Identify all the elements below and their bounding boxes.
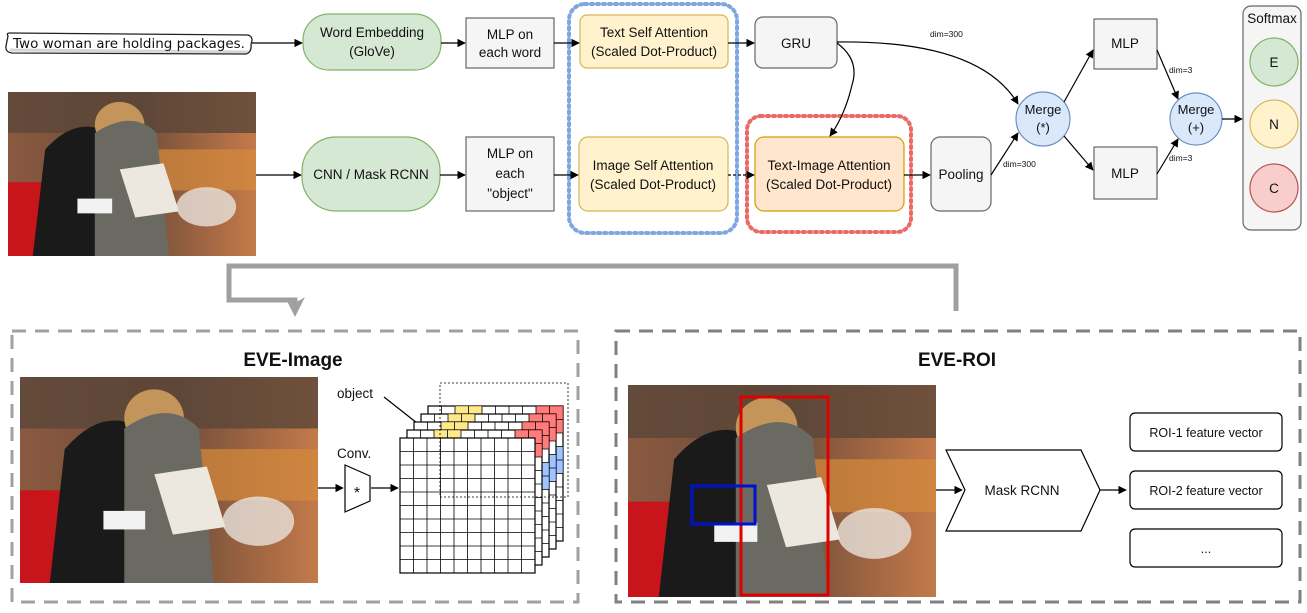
svg-text:(Scaled Dot-Product): (Scaled Dot-Product) <box>590 177 716 192</box>
roi-feature-2: ROI-2 feature vector <box>1129 470 1283 510</box>
softmax-panel: Softmax E N C <box>1242 5 1302 231</box>
class-c: C <box>1249 163 1299 213</box>
svg-text:*: * <box>354 485 360 502</box>
svg-text:Text Self Attention: Text Self Attention <box>600 25 708 40</box>
svg-text:ROI-1 feature vector: ROI-1 feature vector <box>1149 426 1262 440</box>
svg-text:MLP: MLP <box>1111 36 1139 51</box>
feature-map-layer <box>399 437 536 574</box>
pipeline-edges <box>252 38 1243 180</box>
svg-text:each: each <box>495 166 524 181</box>
self-attention-highlight <box>567 2 739 235</box>
svg-text:object: object <box>337 386 373 401</box>
svg-text:Two woman are holding packages: Two woman are holding packages. <box>12 36 245 52</box>
svg-text:Merge: Merge <box>1178 102 1215 117</box>
svg-text:MLP on: MLP on <box>487 27 533 42</box>
input-sentence: Two woman are holding packages. <box>5 32 253 55</box>
svg-text:E: E <box>1269 55 1278 70</box>
svg-text:ROI-2 feature vector: ROI-2 feature vector <box>1149 484 1262 498</box>
edge-labels: dim=300 dim=300 dim=3 dim=3 <box>930 29 1193 169</box>
svg-text:(+): (+) <box>1188 120 1204 135</box>
svg-text:MLP on: MLP on <box>487 146 533 161</box>
svg-text:Conv.: Conv. <box>337 446 371 461</box>
svg-text:dim=3: dim=3 <box>1169 153 1193 163</box>
image-self-attention-node: Image Self Attention (Scaled Dot-Product… <box>578 136 729 212</box>
cnn-node: CNN / Mask RCNN <box>301 136 441 212</box>
svg-text:Image Self Attention: Image Self Attention <box>593 158 714 173</box>
svg-text:Word Embedding: Word Embedding <box>320 25 424 40</box>
svg-text:Text-Image Attention: Text-Image Attention <box>767 158 890 173</box>
input-photo <box>8 92 256 256</box>
svg-text:(Scaled Dot-Product): (Scaled Dot-Product) <box>591 44 717 59</box>
svg-text:N: N <box>1269 117 1279 132</box>
svg-text:(GloVe): (GloVe) <box>349 44 395 59</box>
mlp-top-node: MLP <box>1093 18 1158 70</box>
svg-text:(Scaled Dot-Product): (Scaled Dot-Product) <box>766 177 892 192</box>
mask-rcnn-block: Mask RCNN <box>945 449 1101 532</box>
roi-box-red <box>739 395 830 597</box>
text-image-attention-node: Text-Image Attention (Scaled Dot-Product… <box>754 136 905 212</box>
mlp-bottom-node: MLP <box>1093 146 1158 200</box>
svg-text:MLP: MLP <box>1111 166 1139 181</box>
svg-text:Softmax: Softmax <box>1247 11 1297 26</box>
mlp-word-node: MLP on each word <box>465 17 555 69</box>
convolution-operator: * <box>344 464 371 513</box>
svg-text:EVE-Image: EVE-Image <box>243 350 342 371</box>
class-e: E <box>1249 37 1299 87</box>
svg-text:Merge: Merge <box>1025 102 1062 117</box>
gray-connectors <box>226 263 959 317</box>
merge-multiply-node: Merge (*) <box>1015 91 1071 147</box>
svg-text:each word: each word <box>479 45 541 60</box>
svg-text:GRU: GRU <box>781 36 811 51</box>
svg-text:Pooling: Pooling <box>938 167 983 182</box>
svg-text:Mask RCNN: Mask RCNN <box>984 483 1059 498</box>
feature-map-stack <box>399 405 564 574</box>
text-self-attention-node: Text Self Attention (Scaled Dot-Product) <box>579 14 729 69</box>
svg-text:"object": "object" <box>487 186 533 201</box>
svg-text:C: C <box>1269 181 1279 196</box>
eve-roi-panel: EVE-ROI Mask RCNN ROI-1 feature vector R… <box>614 329 1302 604</box>
eve-image-photo <box>20 377 318 583</box>
svg-text:dim=3: dim=3 <box>1169 65 1193 75</box>
roi-box-blue <box>690 484 757 526</box>
eve-image-panel: EVE-Image object Conv. * <box>10 329 580 604</box>
word-embedding-node: Word Embedding (GloVe) <box>302 13 442 71</box>
feature-map-outline <box>439 382 569 498</box>
svg-text:CNN / Mask RCNN: CNN / Mask RCNN <box>313 167 429 182</box>
gru-node: GRU <box>754 16 838 69</box>
pooling-node: Pooling <box>930 136 992 212</box>
svg-text:dim=300: dim=300 <box>1003 159 1036 169</box>
svg-text:EVE-ROI: EVE-ROI <box>918 350 996 371</box>
roi-feature-1: ROI-1 feature vector <box>1129 412 1283 452</box>
svg-text:dim=300: dim=300 <box>930 29 963 39</box>
svg-text:...: ... <box>1201 542 1211 556</box>
merge-add-node: Merge (+) <box>1169 92 1223 146</box>
eve-roi-photo <box>628 385 936 597</box>
roi-feature-more: ... <box>1129 528 1283 568</box>
svg-text:(*): (*) <box>1036 120 1050 135</box>
mlp-object-node: MLP on each "object" <box>465 136 555 212</box>
class-n: N <box>1249 99 1299 149</box>
